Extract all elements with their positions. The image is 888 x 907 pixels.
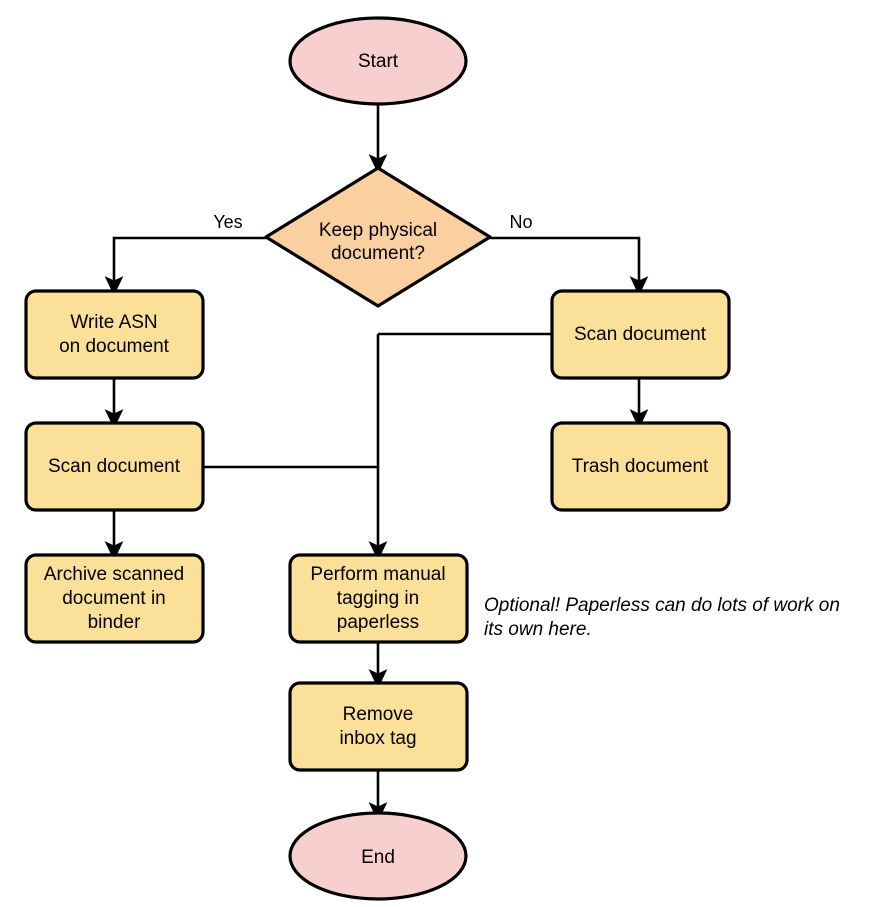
start-label: Start	[358, 51, 399, 72]
remove-inbox-tag-label-line1: Remove	[343, 704, 414, 725]
edge-label-yes: Yes	[213, 212, 242, 232]
archive-label-line3: binder	[88, 612, 141, 633]
node-perform-manual-tagging[interactable]: Perform manual tagging in paperless	[288, 553, 469, 644]
scan-document-right-box	[550, 289, 731, 380]
node-trash-document[interactable]: Trash document	[550, 421, 731, 512]
write-asn-label-line1: Write ASN	[70, 312, 157, 333]
start-ellipse	[288, 16, 468, 106]
decision-label-line2: document?	[331, 243, 425, 264]
archive-label-line1: Archive scanned	[44, 564, 184, 585]
optional-note: Optional! Paperless can do lots of work …	[484, 595, 840, 640]
trash-document-label: Trash document	[572, 456, 709, 477]
write-asn-box	[24, 289, 205, 380]
optional-note-line1: Optional! Paperless can do lots of work …	[484, 595, 840, 616]
remove-inbox-tag-label-line2: inbox tag	[339, 728, 416, 749]
node-start[interactable]: Start	[288, 16, 468, 106]
archive-label-line2: document in	[62, 588, 166, 609]
node-decision-keep-physical-document[interactable]: Keep physical document?	[264, 166, 492, 308]
node-scan-document-right[interactable]: Scan document	[550, 289, 731, 380]
edge-decision-no-to-scan-right	[490, 236, 649, 296]
node-archive-scanned-document[interactable]: Archive scanned document in binder	[24, 553, 205, 644]
edge-label-no: No	[509, 212, 532, 232]
remove-inbox-tag-box	[288, 681, 469, 772]
end-ellipse	[288, 811, 468, 901]
decision-label-line1: Keep physical	[319, 220, 437, 241]
optional-note-line2: its own here.	[484, 619, 592, 640]
decision-diamond	[264, 166, 492, 308]
archive-box	[24, 553, 205, 644]
manual-tagging-box	[288, 553, 469, 644]
manual-tagging-label-line1: Perform manual	[310, 564, 445, 585]
manual-tagging-label-line2: tagging in	[337, 588, 419, 609]
scan-document-left-box	[24, 421, 205, 512]
write-asn-label-line2: on document	[59, 336, 170, 357]
scan-document-right-label: Scan document	[574, 324, 707, 345]
manual-tagging-label-line3: paperless	[337, 612, 419, 633]
edge-decision-yes-to-write-asn	[104, 236, 266, 296]
node-remove-inbox-tag[interactable]: Remove inbox tag	[288, 681, 469, 772]
scan-document-left-label: Scan document	[48, 456, 181, 477]
end-label: End	[361, 847, 395, 868]
node-write-asn-on-document[interactable]: Write ASN on document	[24, 289, 205, 380]
trash-document-box	[550, 421, 731, 512]
node-end[interactable]: End	[288, 811, 468, 901]
node-scan-document-left[interactable]: Scan document	[24, 421, 205, 512]
